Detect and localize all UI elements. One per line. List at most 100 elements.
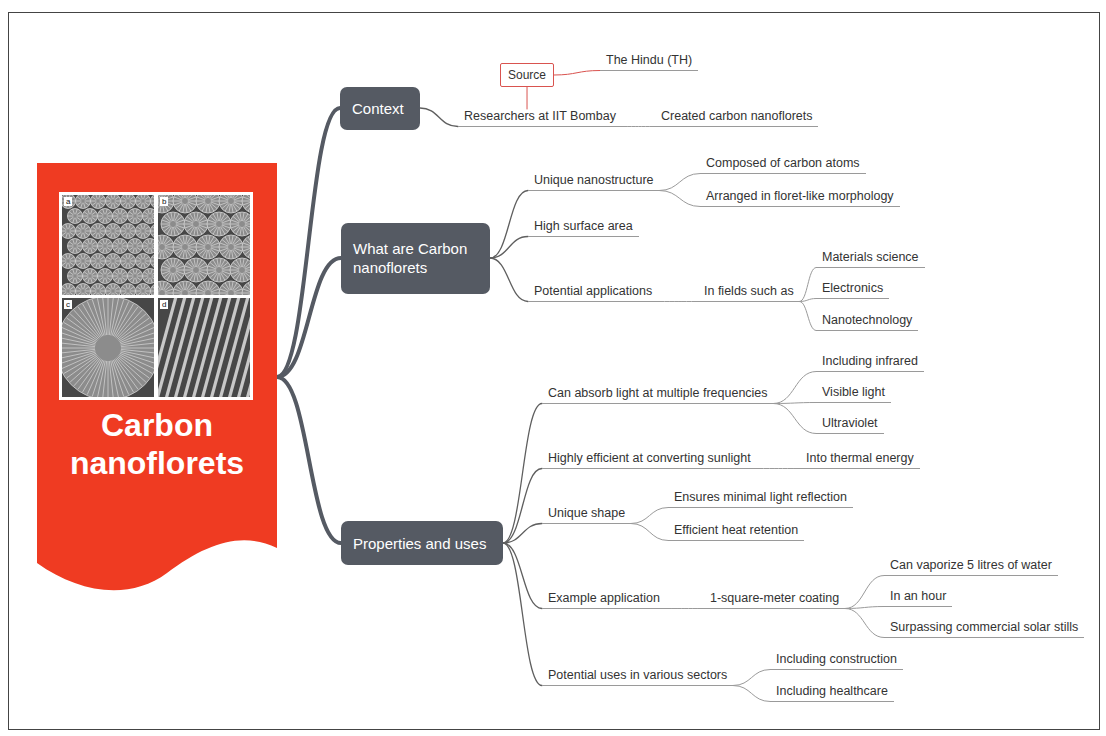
floret-spike [164, 250, 168, 258]
floret-spike [121, 209, 123, 214]
floret-spike [243, 197, 250, 200]
floret-spike [122, 247, 126, 250]
floret-body [151, 195, 155, 209]
micrograph-panel [158, 195, 250, 295]
branch-topic: Unique shape [542, 505, 631, 524]
floret-spike [70, 287, 74, 290]
floret-spike [208, 271, 216, 274]
branch-text: Composed of carbon atoms [706, 155, 860, 171]
floret-spike [137, 232, 141, 235]
floret-body [62, 284, 76, 296]
floret-spike [99, 284, 101, 289]
connector-line [503, 543, 542, 609]
floret-spike [222, 224, 231, 225]
floret-spike [103, 248, 105, 253]
floret-spike [199, 270, 208, 271]
floret-spike [100, 257, 104, 260]
floret-spike [209, 235, 211, 244]
connector-line [800, 268, 816, 302]
floret-spike [69, 293, 71, 295]
floret-spike [185, 271, 193, 274]
floret-spike [99, 247, 103, 250]
floret-spike [130, 287, 134, 290]
floret-spike [122, 217, 126, 220]
floret-spike [121, 218, 123, 223]
floret-spike [92, 197, 96, 200]
floret-spike [234, 289, 242, 292]
floret-spike [220, 212, 222, 221]
floret-body [106, 284, 121, 296]
floret-spike [145, 261, 150, 262]
connector-line [660, 174, 700, 191]
floret-spike [129, 203, 131, 208]
floret-body [173, 195, 197, 213]
floret-spike [152, 197, 154, 200]
floret-spike [76, 209, 78, 214]
floret-spike [99, 242, 103, 245]
floret-spike [137, 247, 141, 250]
floret-spike [242, 293, 250, 294]
floret-spike [114, 263, 116, 268]
floret-spike [62, 232, 66, 235]
floret-spike [92, 242, 96, 245]
floret-spike [234, 197, 242, 200]
floret-spike [107, 217, 111, 220]
floret-spike [106, 218, 108, 223]
floret-spike [222, 285, 229, 291]
floret-spike [106, 201, 111, 202]
floret-spike [186, 250, 188, 259]
floret-spike [121, 248, 123, 253]
topic-title: What are Carbon nanoflorets [353, 239, 478, 277]
floret-spike [77, 202, 81, 205]
floret-spike [144, 263, 146, 268]
floret-body [68, 269, 83, 284]
floret-spike [209, 281, 211, 290]
floret-spike [126, 233, 128, 238]
branch-text: Created carbon nanoflorets [661, 108, 812, 124]
floret-spike [160, 250, 162, 259]
floret-spike [164, 295, 171, 296]
floret-body [106, 195, 121, 209]
floret-spike [84, 284, 86, 289]
floret-spike [68, 276, 73, 277]
floret-spike [118, 314, 146, 339]
floret-spike [163, 235, 165, 244]
floret-spike [118, 278, 120, 283]
connector-line [658, 301, 698, 302]
floret-spike [85, 262, 89, 265]
floret-spike [136, 278, 138, 283]
floret-spike [114, 233, 116, 238]
floret-body [83, 269, 98, 284]
branch-text: Including infrared [822, 353, 918, 369]
floret-spike [122, 272, 126, 275]
floret-spike [106, 209, 108, 214]
floret-spike [76, 261, 81, 262]
floret-spike [174, 273, 176, 282]
floret-spike [119, 318, 150, 340]
floret-spike [158, 201, 159, 202]
branch-topic: Can absorb light at multiple frequencies [542, 385, 774, 404]
floret-spike [66, 224, 68, 229]
floret-spike [244, 260, 248, 268]
connector-line [554, 71, 600, 76]
floret-spike [98, 246, 103, 247]
floret-spike [118, 357, 146, 382]
floret-spike [83, 246, 88, 247]
floret-spike [152, 272, 154, 275]
floret-spike [144, 293, 146, 295]
floret-spike [183, 250, 185, 259]
floret-spike [175, 273, 179, 281]
floret-spike [187, 195, 194, 199]
floret-spike [109, 361, 113, 397]
floret-body [219, 235, 243, 259]
floret-spike [137, 292, 141, 295]
connector-line [845, 607, 884, 609]
connector-line [503, 524, 542, 544]
floret-spike [190, 260, 194, 268]
floret-spike [225, 283, 229, 291]
floret-spike [83, 276, 88, 277]
floret-body [184, 212, 208, 236]
floret-spike [221, 260, 225, 268]
floret-spike [144, 203, 146, 208]
branch-topic: Potential applications [528, 283, 658, 302]
